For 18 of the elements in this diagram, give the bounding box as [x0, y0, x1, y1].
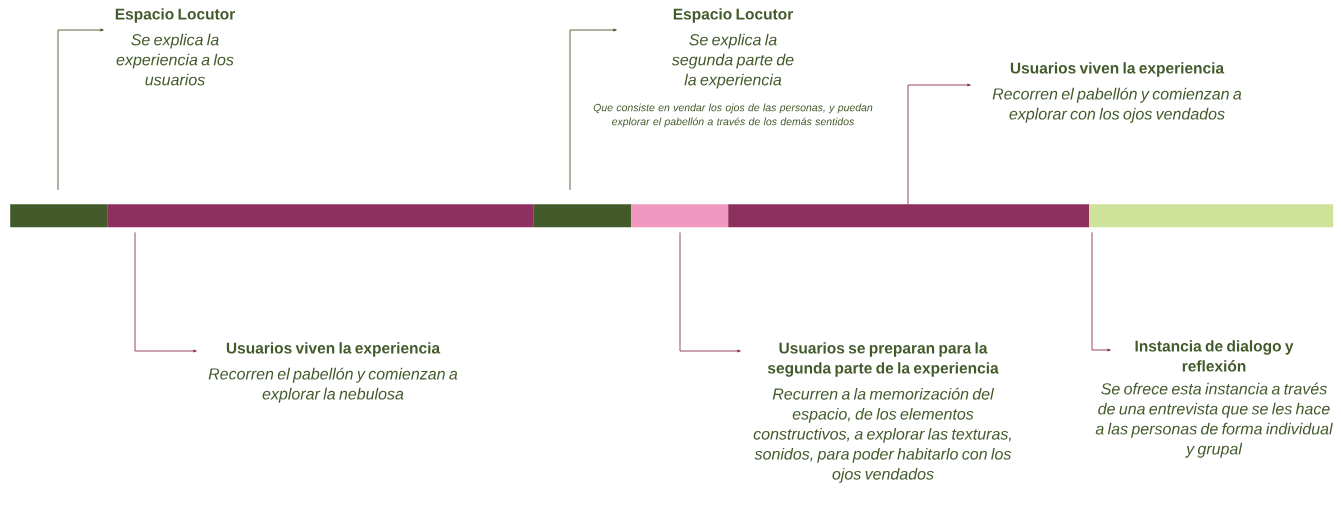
connector-arrow: [57, 28, 104, 191]
step-description: Usuarios viven la experiencia Recorren el pabellón y comienzan a explorar la nebulosa: [208, 342, 458, 403]
step-description: Espacio Locutor Se explica la experiencia a los usuarios: [115, 8, 235, 86]
step-description: Usuarios viven la experiencia Recorren el pabellón y comienzan a explorar con los ojos vendados: [992, 62, 1242, 123]
connector-arrow: [569, 28, 617, 191]
connector-arrow: [134, 231, 197, 353]
connector-arrow: [907, 83, 971, 205]
timeline-segment: [631, 204, 729, 228]
connector-arrow: [679, 231, 741, 353]
timeline-segment: [107, 204, 534, 228]
timeline-segment: [533, 204, 632, 228]
step-description: Usuarios se preparan para la segunda parte de la experiencia Recurren a la memorización del espacio, de los elementos constructivos, a explorar las texturas, sonidos, para poder habitarlo con los ojos vendados: [753, 342, 1012, 483]
timeline-segment: [1089, 204, 1334, 228]
timeline-segment: [728, 204, 1090, 228]
timeline-segment: [10, 204, 108, 228]
step-description: Instancia de dialogo y reflexión Se ofrece esta instancia a través de una entrevista que se les hace a las personas de forma individual y grupal: [1095, 340, 1333, 458]
connector-arrow: [1091, 231, 1111, 352]
step-description: Espacio Locutor Se explica la segunda parte de la experiencia Que consiste en vendar los ojos de las personas, y puedan explorar el pabellón a través de los demás sentidos: [593, 8, 873, 128]
